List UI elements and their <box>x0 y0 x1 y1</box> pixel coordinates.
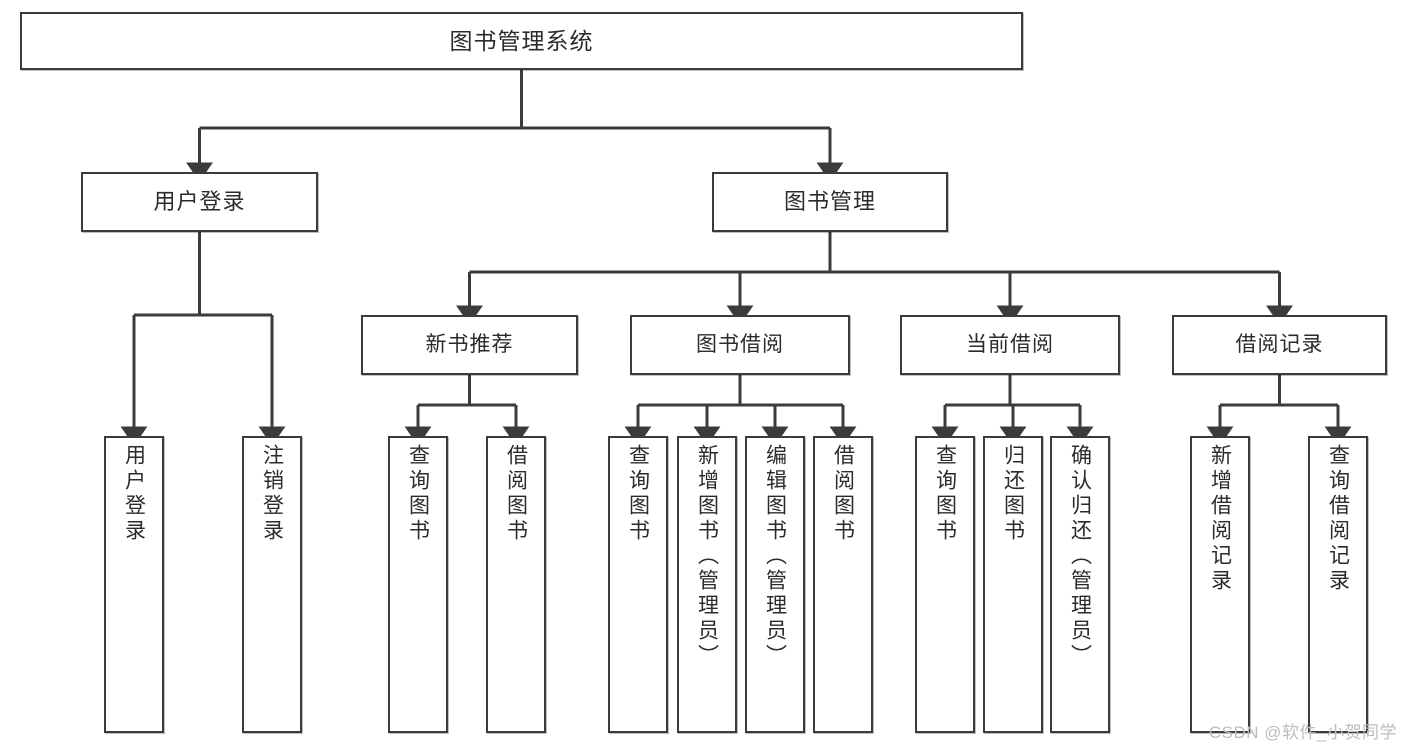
node-label-book-borrow: 图书借阅 <box>696 332 784 356</box>
node-user-login[interactable]: 用户登录 <box>81 172 318 232</box>
node-label-leaf-edit-book: 编辑图书（管理员） <box>763 444 787 669</box>
node-new-book-rec[interactable]: 新书推荐 <box>361 315 578 375</box>
node-label-borrow-record: 借阅记录 <box>1235 332 1324 356</box>
node-leaf-return-book[interactable]: 归还图书 <box>983 436 1043 733</box>
node-label-leaf-borrow-book-1: 借阅图书 <box>504 444 528 544</box>
node-borrow-record[interactable]: 借阅记录 <box>1172 315 1387 375</box>
node-label-book-manage: 图书管理 <box>783 189 876 215</box>
node-label-leaf-query-book-2: 查询图书 <box>626 444 650 544</box>
node-label-leaf-query-book-1: 查询图书 <box>406 444 430 544</box>
node-leaf-logout[interactable]: 注销登录 <box>242 436 302 733</box>
node-label-leaf-add-book: 新增图书（管理员） <box>695 444 719 669</box>
node-label-user-login: 用户登录 <box>153 189 246 215</box>
node-label-leaf-query-book-3: 查询图书 <box>933 444 957 544</box>
node-label-leaf-borrow-book-2: 借阅图书 <box>831 444 855 544</box>
node-label-current-borrow: 当前借阅 <box>966 332 1054 356</box>
node-label-root: 图书管理系统 <box>449 27 594 54</box>
node-leaf-add-book[interactable]: 新增图书（管理员） <box>677 436 737 733</box>
node-label-leaf-logout: 注销登录 <box>260 444 284 544</box>
node-book-borrow[interactable]: 图书借阅 <box>630 315 850 375</box>
node-current-borrow[interactable]: 当前借阅 <box>900 315 1120 375</box>
node-leaf-query-record[interactable]: 查询借阅记录 <box>1308 436 1368 733</box>
node-leaf-borrow-book-1[interactable]: 借阅图书 <box>486 436 546 733</box>
node-label-new-book-rec: 新书推荐 <box>425 332 514 356</box>
node-leaf-query-book-1[interactable]: 查询图书 <box>388 436 448 733</box>
node-label-leaf-add-record: 新增借阅记录 <box>1208 444 1232 594</box>
node-leaf-confirm-return[interactable]: 确认归还（管理员） <box>1050 436 1110 733</box>
node-label-leaf-query-record: 查询借阅记录 <box>1326 444 1350 594</box>
node-leaf-add-record[interactable]: 新增借阅记录 <box>1190 436 1250 733</box>
node-leaf-borrow-book-2[interactable]: 借阅图书 <box>813 436 873 733</box>
node-label-leaf-user-login: 用户登录 <box>122 444 146 544</box>
node-leaf-edit-book[interactable]: 编辑图书（管理员） <box>745 436 805 733</box>
watermark-label: CSDN @软件_小贺同学 <box>1208 723 1397 742</box>
node-book-manage[interactable]: 图书管理 <box>712 172 948 232</box>
node-leaf-query-book-3[interactable]: 查询图书 <box>915 436 975 733</box>
node-leaf-query-book-2[interactable]: 查询图书 <box>608 436 668 733</box>
node-root[interactable]: 图书管理系统 <box>20 12 1023 70</box>
node-label-leaf-return-book: 归还图书 <box>1001 444 1025 544</box>
node-leaf-user-login[interactable]: 用户登录 <box>104 436 164 733</box>
node-label-leaf-confirm-return: 确认归还（管理员） <box>1068 444 1092 669</box>
